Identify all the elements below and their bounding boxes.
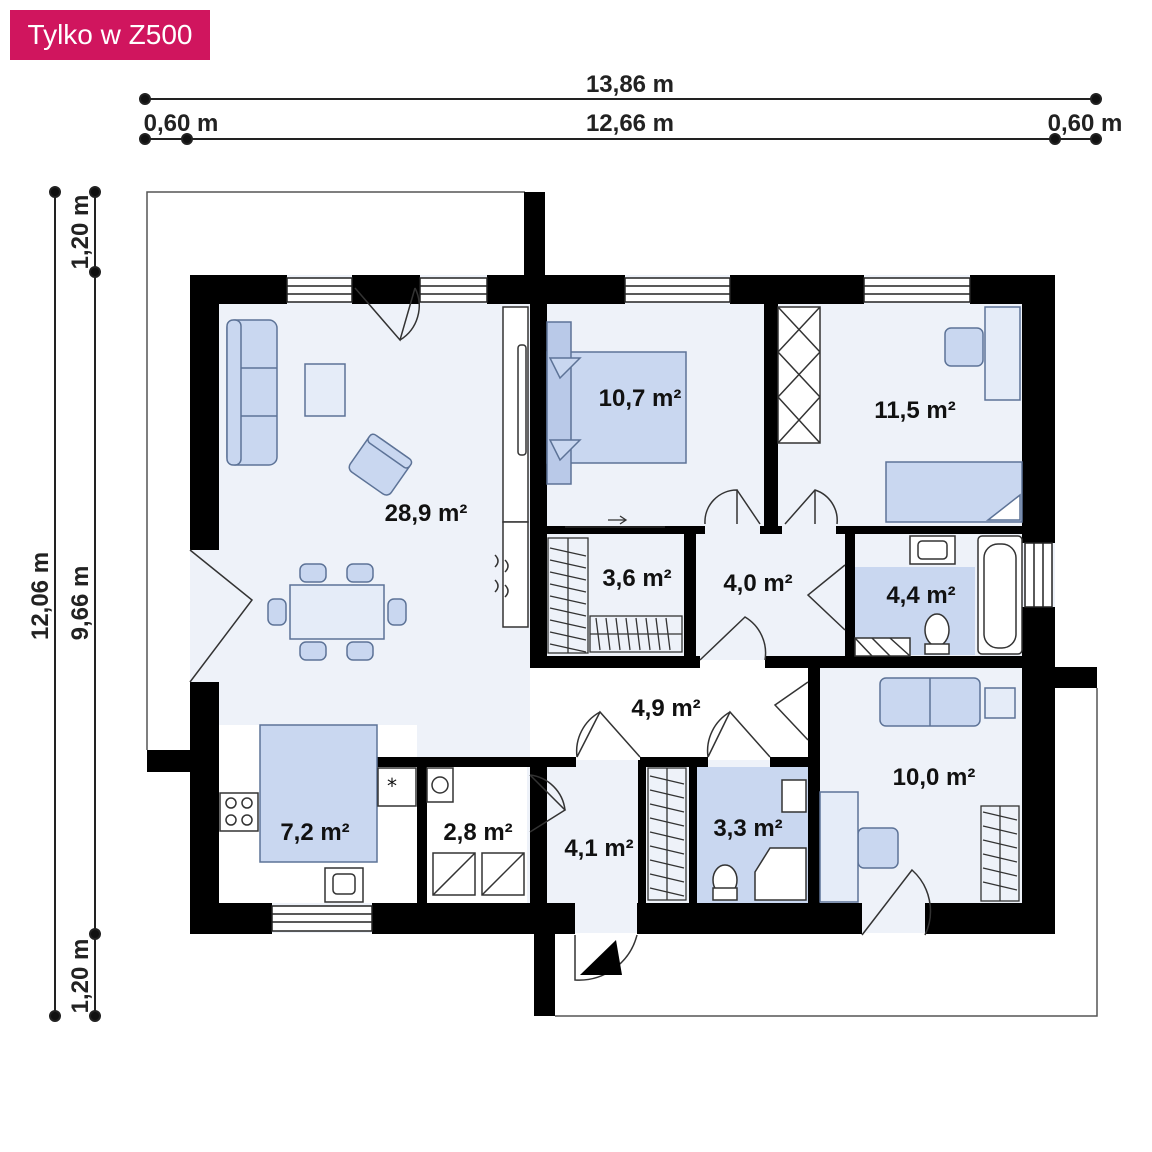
kitchen-island-icon: [259, 724, 378, 863]
room-area-living: 28,9 m²: [385, 500, 468, 527]
roof-overhang: [146, 191, 1098, 1017]
fireplace-icon: [502, 521, 529, 628]
room-area-entrance: 4,1 m²: [564, 835, 633, 862]
dining-table-icon: [289, 584, 385, 640]
inner-depth-label: 9,66 m: [67, 566, 94, 641]
fridge-mark: *: [387, 774, 397, 798]
bathroom-fixtures: [697, 535, 1023, 903]
overall-width-label: 13,86 m: [586, 71, 674, 98]
room-labels: 28,9 m² 10,7 m² 11,5 m² 3,6 m² 4,0 m² 4,…: [280, 385, 975, 862]
room-area-wc: 3,3 m²: [713, 815, 782, 842]
walls: [147, 192, 1097, 1016]
room-area-bedroom-3: 10,0 m²: [893, 764, 976, 791]
wardrobe-racks: [547, 515, 1020, 902]
coffee-table-icon: [304, 363, 346, 417]
room-area-kitchen: 7,2 m²: [280, 819, 349, 846]
overhang-top-label: 1,20 m: [67, 195, 94, 270]
overhang-bottom-label: 1,20 m: [67, 939, 94, 1014]
shower-icon: [754, 847, 807, 901]
armchair-icon: [348, 433, 413, 496]
inner-width-label: 12,66 m: [586, 110, 674, 137]
windows: [271, 277, 1053, 932]
wc-sink-icon: [781, 779, 807, 813]
furniture: [226, 306, 1023, 903]
cooktop-icon: [219, 792, 259, 832]
room-area-wardrobe: 3,6 m²: [602, 565, 671, 592]
overhang-right-label: 0,60 m: [1048, 110, 1123, 137]
room-area-corridor: 4,9 m²: [631, 695, 700, 722]
room-area-bedroom-1: 10,7 m²: [599, 385, 682, 412]
kitchen-fixtures: [219, 306, 529, 903]
overall-depth-label: 12,06 m: [27, 552, 54, 640]
entrance-arrow-icon: [580, 940, 622, 975]
fridge-icon: [377, 767, 417, 807]
room-area-inner-hall: 4,0 m²: [723, 570, 792, 597]
room-area-bedroom-2: 11,5 m²: [874, 397, 955, 424]
office-desk-icon: [819, 791, 859, 903]
dimension-lines: [49, 93, 1102, 1022]
desk-chair-icon: [944, 327, 984, 367]
room-area-utility: 2,8 m²: [443, 819, 512, 846]
doors: [189, 287, 932, 981]
room-area-bathroom: 4,4 m²: [886, 582, 955, 609]
office-chair-icon: [857, 827, 899, 869]
toilet-icon: [924, 613, 950, 647]
overhang-left-label: 0,60 m: [144, 110, 219, 137]
desk-icon: [984, 306, 1021, 401]
chair-icon: [299, 563, 327, 583]
only-in-z500-badge: Tylko w Z500: [10, 10, 210, 60]
